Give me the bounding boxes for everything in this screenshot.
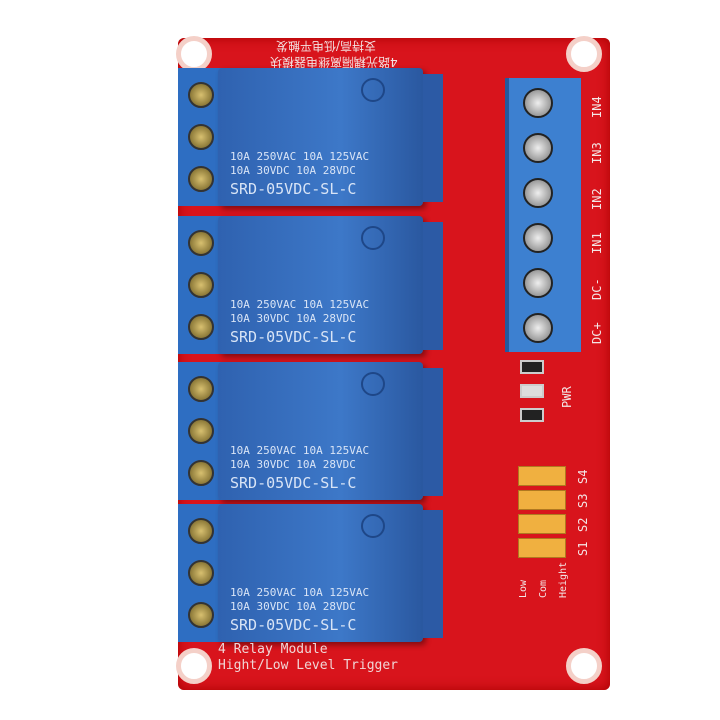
relay-module-board: 4路光耦隔离继电器模块 支持高/低电平触发 10A 250VAC 10A 125…	[176, 36, 610, 690]
resistor	[520, 360, 544, 374]
relay-model: SRD-05VDC-SL-C	[230, 180, 357, 198]
mounting-hole	[566, 36, 602, 72]
resistor	[520, 408, 544, 422]
board-subtitle: 支持高/低电平触发	[276, 39, 377, 53]
mounting-hole	[176, 648, 212, 684]
relay-model: SRD-05VDC-SL-C	[230, 328, 357, 346]
pin-label: DC+	[590, 322, 604, 344]
screw-icon[interactable]	[188, 230, 214, 256]
relay: 10A 250VAC 10A 125VAC 10A 30VDC 10A 28VD…	[218, 504, 443, 642]
jumper-s3[interactable]	[518, 490, 566, 510]
screw-icon[interactable]	[188, 166, 214, 192]
jumper-label: S3	[576, 493, 590, 508]
pwr-label: PWR	[560, 386, 574, 408]
screw-icon[interactable]	[523, 313, 553, 343]
relay: 10A 250VAC 10A 125VAC 10A 30VDC 10A 28VD…	[218, 68, 443, 206]
screw-icon[interactable]	[188, 272, 214, 298]
screw-icon[interactable]	[188, 376, 214, 402]
relay: 10A 250VAC 10A 125VAC 10A 30VDC 10A 28VD…	[218, 362, 443, 500]
jumper-s4[interactable]	[518, 466, 566, 486]
pin-label: IN1	[590, 232, 604, 254]
relay-rating: 10A 30VDC 10A 28VDC	[230, 458, 356, 471]
mounting-hole	[176, 36, 212, 72]
screw-icon[interactable]	[188, 124, 214, 150]
jumper-label: S2	[576, 517, 590, 532]
relay-rating: 10A 30VDC 10A 28VDC	[230, 164, 356, 177]
power-led	[520, 384, 544, 398]
relay-model: SRD-05VDC-SL-C	[230, 616, 357, 634]
pin-label: DC-	[590, 278, 604, 300]
screw-icon[interactable]	[188, 518, 214, 544]
relay-rating: 10A 30VDC 10A 28VDC	[230, 600, 356, 613]
jumper-s2[interactable]	[518, 514, 566, 534]
screw-icon[interactable]	[188, 560, 214, 586]
module-name: 4 Relay Module	[218, 642, 328, 657]
screw-icon[interactable]	[523, 223, 553, 253]
pin-label: IN4	[590, 96, 604, 118]
screw-icon[interactable]	[523, 268, 553, 298]
jumper-com-label: Com	[538, 579, 549, 598]
screw-icon[interactable]	[523, 178, 553, 208]
mounting-hole	[566, 648, 602, 684]
screw-icon[interactable]	[523, 133, 553, 163]
relay-model: SRD-05VDC-SL-C	[230, 474, 357, 492]
screw-icon[interactable]	[188, 314, 214, 340]
screw-icon[interactable]	[188, 460, 214, 486]
screw-icon[interactable]	[523, 88, 553, 118]
screw-icon[interactable]	[188, 418, 214, 444]
pin-label: IN2	[590, 188, 604, 210]
input-terminal-block	[505, 78, 581, 352]
trigger-label: Hight/Low Level Trigger	[218, 658, 399, 673]
jumper-low-label: Low	[518, 579, 529, 598]
pin-label: IN3	[590, 142, 604, 164]
relay-rating: 10A 30VDC 10A 28VDC	[230, 312, 356, 325]
relay: 10A 250VAC 10A 125VAC 10A 30VDC 10A 28VD…	[218, 216, 443, 354]
screw-icon[interactable]	[188, 602, 214, 628]
screw-icon[interactable]	[188, 82, 214, 108]
relay-rating: 10A 250VAC 10A 125VAC	[230, 586, 370, 599]
jumper-s1[interactable]	[518, 538, 566, 558]
jumper-label: S1	[576, 541, 590, 556]
jumper-height-label: Height	[558, 561, 569, 598]
relay-rating: 10A 250VAC 10A 125VAC	[230, 150, 370, 163]
relay-rating: 10A 250VAC 10A 125VAC	[230, 298, 370, 311]
jumper-label: S4	[576, 469, 590, 484]
relay-rating: 10A 250VAC 10A 125VAC	[230, 444, 370, 457]
